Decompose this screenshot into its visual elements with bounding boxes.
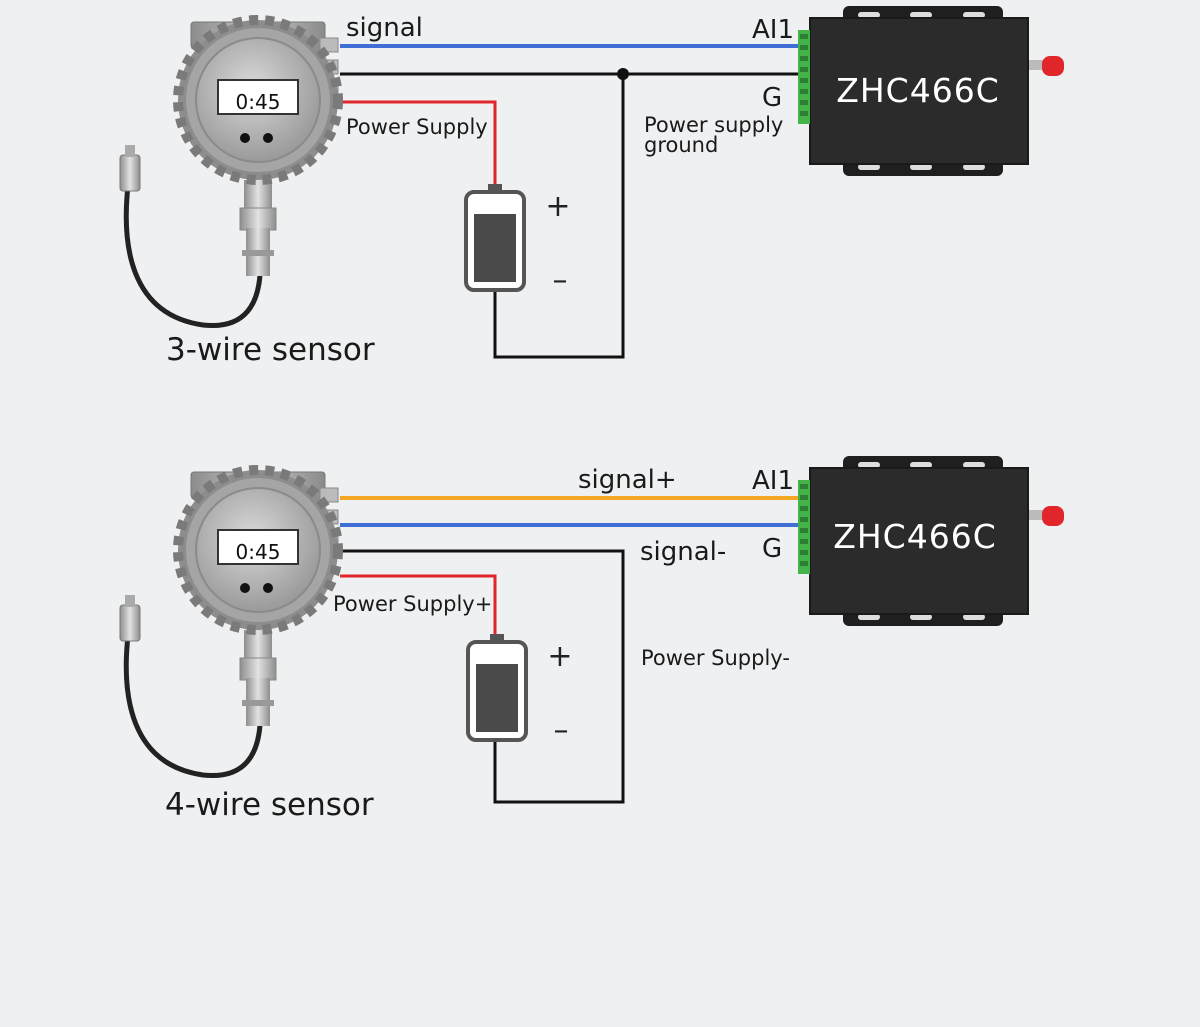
signal-label: signal: [346, 13, 423, 43]
return-wire: [493, 74, 625, 359]
supply-minus-wire: [340, 549, 625, 804]
pressure-sensor: 0:45: [120, 470, 338, 776]
battery-minus-label: –: [554, 713, 569, 748]
g-terminal-label: G: [762, 534, 782, 564]
sensor-display: 0:45: [236, 90, 281, 114]
pressure-sensor: 0:45: [120, 20, 338, 326]
battery-plus-label: +: [545, 189, 570, 224]
junction-dot: [617, 68, 629, 80]
battery: [466, 632, 528, 742]
device-name: ZHC466C: [836, 71, 1000, 110]
supply-plus-wire: [340, 574, 497, 640]
battery-plus-label: +: [547, 639, 572, 674]
ai1-terminal-label: AI1: [752, 15, 794, 45]
diagram-title: 3-wire sensor: [166, 332, 375, 368]
device-name: ZHC466C: [833, 517, 997, 556]
battery-minus-label: –: [553, 263, 568, 298]
diagram-4-wire: 0:45 + – ZHC466C signal+ signal- Power S…: [120, 455, 1065, 823]
diagram-3-wire: 0:45 + – ZHC466C signal Power Supply AI1…: [120, 5, 1065, 368]
ai1-terminal-label: AI1: [752, 466, 794, 496]
signal-minus-label: signal-: [640, 537, 726, 567]
signal-plus-label: signal+: [578, 465, 677, 495]
battery: [464, 182, 526, 292]
power-supply-label: Power Supply: [346, 115, 488, 139]
power-supply-minus-label: Power Supply-: [641, 646, 790, 670]
sensor-display: 0:45: [236, 540, 281, 564]
g-terminal-label: G: [762, 83, 782, 113]
ground-label-line1: Power supply: [644, 113, 783, 137]
power-supply-plus-label: Power Supply+: [333, 592, 492, 616]
diagram-title: 4-wire sensor: [165, 787, 374, 823]
supply-wire: [340, 100, 497, 192]
ground-label-line2: ground: [644, 133, 718, 157]
